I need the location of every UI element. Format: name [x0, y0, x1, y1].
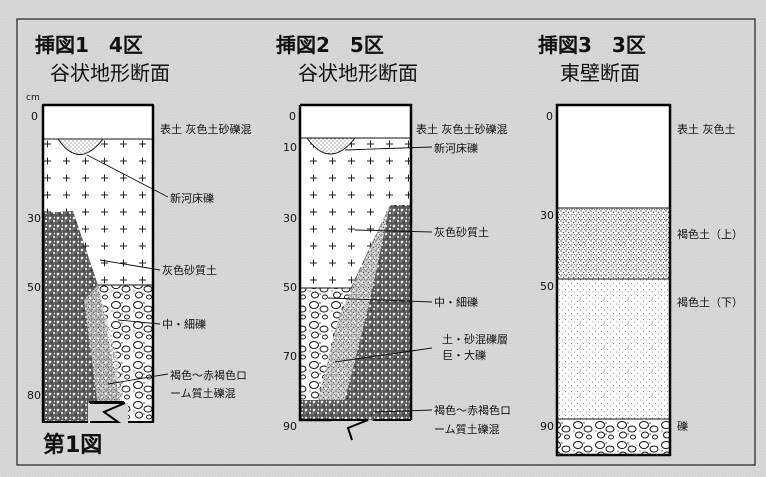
depth-tick: 0 — [289, 110, 296, 123]
layer-label: 灰色砂質土 — [434, 225, 489, 239]
section-column — [41, 103, 155, 428]
panel-title: 挿図2 5区 — [276, 33, 384, 57]
depth-tick: 90 — [540, 420, 554, 433]
panel-3: 挿図3 3区 東壁断面 0 30 50 90 表土 灰色土 褐色土（上） 褐色土… — [538, 33, 743, 457]
layer-label: 褐色～赤褐色ロ — [170, 368, 247, 382]
depth-tick: 50 — [540, 280, 554, 293]
depth-tick: 30 — [283, 212, 297, 225]
layer-label: 褐色土（下） — [677, 295, 743, 309]
panel-subtitle: 谷状地形断面 — [50, 61, 170, 85]
layer-label: ーム質土礫混 — [170, 386, 236, 400]
section-column — [298, 103, 413, 443]
panel-1: 挿図1 4区 谷状地形断面 cm — [26, 33, 252, 428]
layer-label: 土・砂混礫層 — [442, 332, 508, 346]
section-column — [555, 103, 672, 457]
layer-label: 表土 灰色土砂礫混 — [416, 122, 508, 136]
layer-label: 新河床礫 — [434, 141, 478, 155]
depth-tick: 0 — [546, 110, 553, 123]
depth-tick: 80 — [27, 389, 41, 402]
layer-label: 中・細礫 — [434, 295, 478, 309]
layer-label: 表土 灰色土砂礫混 — [160, 122, 252, 136]
depth-tick: 30 — [540, 209, 554, 222]
depth-tick: 10 — [283, 141, 297, 154]
layer-label: 礫 — [677, 419, 688, 433]
depth-tick: 50 — [27, 281, 41, 294]
panel-subtitle: 東壁断面 — [560, 61, 640, 85]
outer-frame — [16, 18, 756, 466]
layer-label: 新河床礫 — [170, 191, 214, 205]
depth-tick: 0 — [31, 110, 38, 123]
layer-label: 巨・大礫 — [442, 348, 486, 362]
depth-tick: 30 — [27, 212, 41, 225]
layer-label: 褐色土（上） — [677, 227, 743, 241]
panel-title: 挿図3 3区 — [538, 33, 646, 57]
depth-tick: 70 — [283, 350, 297, 363]
layer-label: ーム質土礫混 — [434, 422, 500, 436]
panel-2: 挿図2 5区 谷状地形断面 0 10 30 50 70 90 — [276, 33, 511, 443]
unit-label: cm — [26, 93, 40, 103]
panel-subtitle: 谷状地形断面 — [298, 61, 418, 85]
layer-label: 灰色砂質土 — [162, 263, 217, 277]
panel-title: 挿図1 4区 — [35, 33, 143, 57]
depth-tick: 90 — [283, 420, 297, 433]
layer-label: 中・細礫 — [162, 317, 206, 331]
layer-label: 表土 灰色土 — [677, 122, 736, 136]
figure-label: 第1図 — [43, 432, 102, 458]
depth-tick: 50 — [283, 281, 297, 294]
layer-label: 褐色～赤褐色ロ — [434, 403, 511, 417]
